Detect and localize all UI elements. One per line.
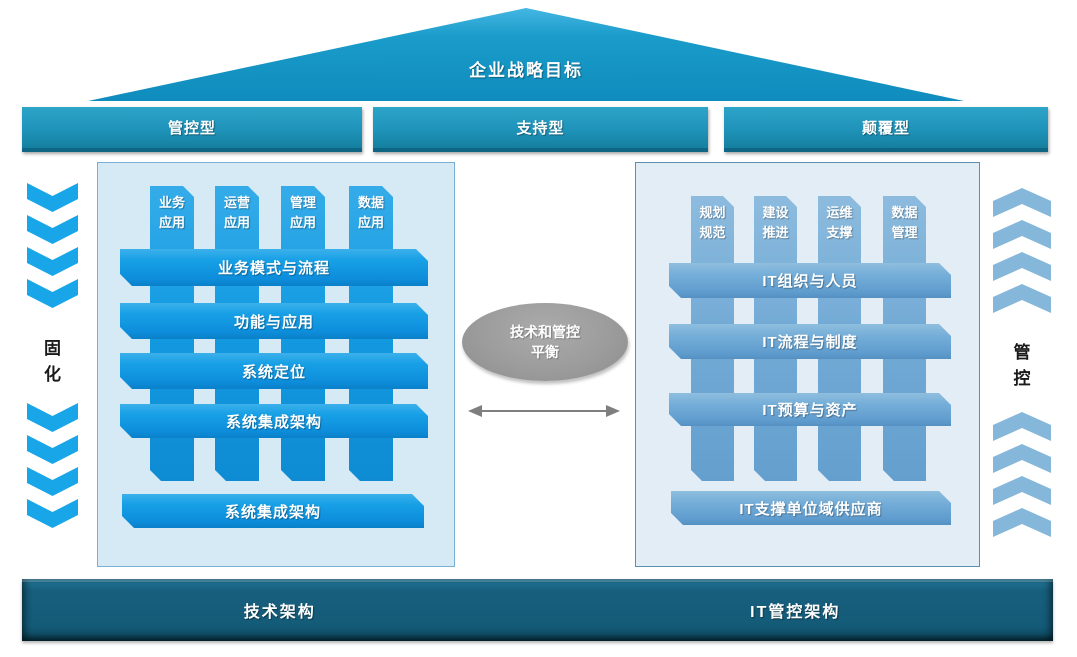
type-bar-support: 支持型 (373, 107, 708, 152)
chevron-down-icon (27, 467, 78, 496)
type-bar-disrupt-label: 颠覆型 (861, 120, 910, 137)
right-rail-label: 管 控 (993, 340, 1051, 393)
double-arrow-icon (468, 405, 620, 417)
chevron-up-icon (993, 476, 1051, 505)
tech-bar-function-app: 功能与应用 (120, 303, 428, 339)
column-label: 运营应用 (223, 195, 250, 230)
chevron-up-icon (993, 188, 1051, 217)
tech-bar-system-position: 系统定位 (120, 353, 428, 389)
right-rail-char: 控 (1013, 369, 1031, 389)
tech-bar-integration: 系统集成架构 (120, 404, 428, 438)
chevron-up-icon (993, 508, 1051, 537)
type-bar-disrupt: 颠覆型 (724, 107, 1048, 152)
column-label: 规划规范 (699, 205, 726, 240)
column-label: 管理应用 (289, 195, 316, 230)
left-rail-label: 固 化 (27, 336, 78, 389)
balance-ellipse: 技术和管控 平衡 (462, 303, 628, 381)
chevron-up-icon (993, 220, 1051, 249)
gov-bar-budget-assets: IT预算与资产 (669, 393, 951, 426)
type-bar-control-label: 管控型 (167, 120, 216, 137)
right-rail-char: 管 (1013, 343, 1031, 362)
strategy-roof: 企业战略目标 (88, 8, 964, 101)
type-bar-support-label: 支持型 (516, 120, 565, 137)
gov-footer-bar: IT支撑单位域供应商 (671, 491, 951, 525)
chevron-down-icon (27, 247, 78, 276)
gov-bar-org-people: IT组织与人员 (669, 263, 951, 298)
tech-bar-business-process: 业务模式与流程 (120, 249, 428, 286)
chevron-up-icon (993, 412, 1051, 441)
chevron-up-icon (993, 252, 1051, 281)
left-rail-char: 固 (44, 339, 61, 358)
balance-ellipse-line1: 技术和管控 (510, 323, 580, 340)
chevron-up-icon (993, 284, 1051, 313)
column-label: 运维支撑 (826, 205, 853, 240)
chevron-down-icon (27, 499, 78, 528)
column-label: 建设推进 (762, 205, 789, 240)
foundation-tech-label: 技术架构 (243, 604, 316, 621)
chevron-up-icon (993, 444, 1051, 473)
gov-bar-process-rules: IT流程与制度 (669, 324, 951, 359)
chevron-down-icon (27, 279, 78, 308)
balance-ellipse-line2: 平衡 (531, 344, 559, 360)
column-label: 数据应用 (357, 195, 384, 230)
left-rail-char: 化 (44, 365, 61, 385)
strategy-roof-title: 企业战略目标 (469, 61, 583, 80)
column-label: 业务应用 (158, 195, 185, 230)
chevron-down-icon (27, 215, 78, 244)
foundation-gov-label: IT管控架构 (750, 604, 841, 621)
tech-footer-bar: 系统集成架构 (122, 494, 424, 528)
technology-panel: 业务应用 运营应用 管理应用 数据应用 业务模式与流程 功能与应用 系统定位 (97, 162, 455, 567)
type-bar-control: 管控型 (22, 107, 362, 152)
foundation-bar: 技术架构 IT管控架构 (22, 579, 1053, 641)
chevron-down-icon (27, 183, 78, 212)
chevron-down-icon (27, 403, 78, 432)
column-label: 数据管理 (891, 205, 918, 240)
governance-panel: 规划规范 建设推进 运维支撑 数据管理 IT组织与人员 IT流程与制度 IT预算… (635, 162, 980, 567)
chevron-down-icon (27, 435, 78, 464)
